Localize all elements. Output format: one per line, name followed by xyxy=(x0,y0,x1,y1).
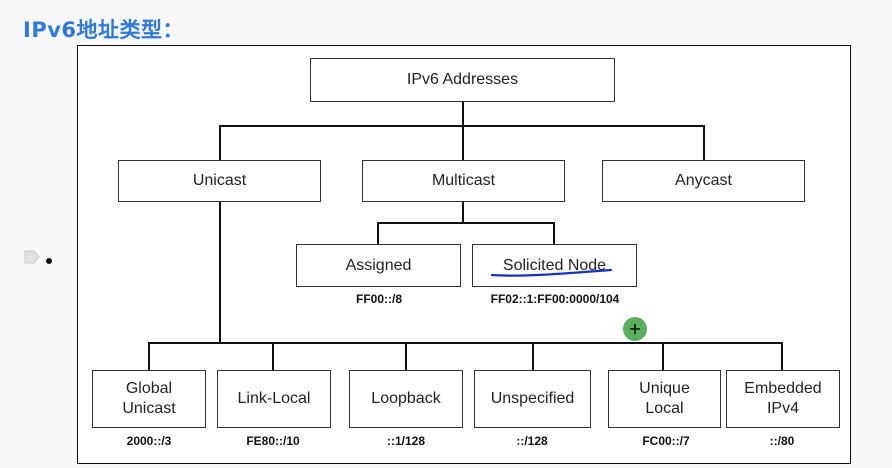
connector xyxy=(148,342,150,370)
address-range: FC00::/7 xyxy=(642,434,690,448)
multicast-node: Multicast xyxy=(362,160,565,202)
bullet-dot xyxy=(46,258,52,264)
address-range: 2000::/3 xyxy=(126,434,172,448)
highlight-underline xyxy=(490,268,613,277)
unicast-node: Unicast xyxy=(118,160,321,202)
connector xyxy=(662,342,664,370)
node-label: Unicast xyxy=(192,172,247,189)
address-range: ::1/128 xyxy=(386,434,426,448)
plus-icon: + xyxy=(628,319,642,338)
ipv6-addresses-node: IPv6 Addresses xyxy=(310,58,615,102)
node-label: Loopback xyxy=(371,390,441,407)
anycast-node: Anycast xyxy=(602,160,805,202)
node-label: Anycast xyxy=(675,172,732,189)
unique-local-node: Unique Local xyxy=(608,370,721,428)
connector xyxy=(219,125,221,160)
address-range: FF00::/8 xyxy=(355,292,403,306)
bullet-marker-icon xyxy=(24,250,40,264)
link-local-node: Link-Local xyxy=(217,370,331,428)
connector xyxy=(219,202,221,344)
page-title: IPv6地址类型： xyxy=(23,18,185,42)
connector xyxy=(532,342,534,370)
solicited-node-node: Solicited Node xyxy=(472,244,637,287)
connector xyxy=(781,342,783,370)
connector xyxy=(272,342,274,370)
connector xyxy=(462,125,464,160)
node-label: Unspecified xyxy=(490,390,575,407)
diagram-frame xyxy=(77,45,851,464)
node-label: Global Unicast xyxy=(122,380,176,417)
address-range: FE80::/10 xyxy=(246,434,300,448)
connector xyxy=(703,125,705,160)
connector xyxy=(377,222,379,244)
connector xyxy=(553,222,555,244)
add-button[interactable]: + xyxy=(623,317,647,341)
node-label: Embedded IPv4 xyxy=(744,380,822,417)
address-range: ::/80 xyxy=(769,434,795,448)
loopback-node: Loopback xyxy=(349,370,463,428)
connector xyxy=(377,222,555,224)
node-label: Assigned xyxy=(345,256,412,274)
connector xyxy=(405,342,407,370)
address-range: ::/128 xyxy=(516,434,548,448)
embedded-ipv4-node: Embedded IPv4 xyxy=(726,370,840,428)
connector xyxy=(148,342,783,344)
address-range: FF02::1:FF00:0000/104 xyxy=(490,292,620,306)
unspecified-node: Unspecified xyxy=(474,370,591,428)
connector xyxy=(462,202,464,224)
connector xyxy=(462,102,464,126)
node-label: Unique Local xyxy=(639,380,690,417)
node-label: Multicast xyxy=(431,172,496,189)
assigned-node: Assigned xyxy=(296,244,461,287)
node-label: Link-Local xyxy=(237,390,311,407)
global-unicast-node: Global Unicast xyxy=(92,370,206,428)
node-label: Solicited Node xyxy=(502,256,607,274)
node-label: IPv6 Addresses xyxy=(406,71,519,88)
